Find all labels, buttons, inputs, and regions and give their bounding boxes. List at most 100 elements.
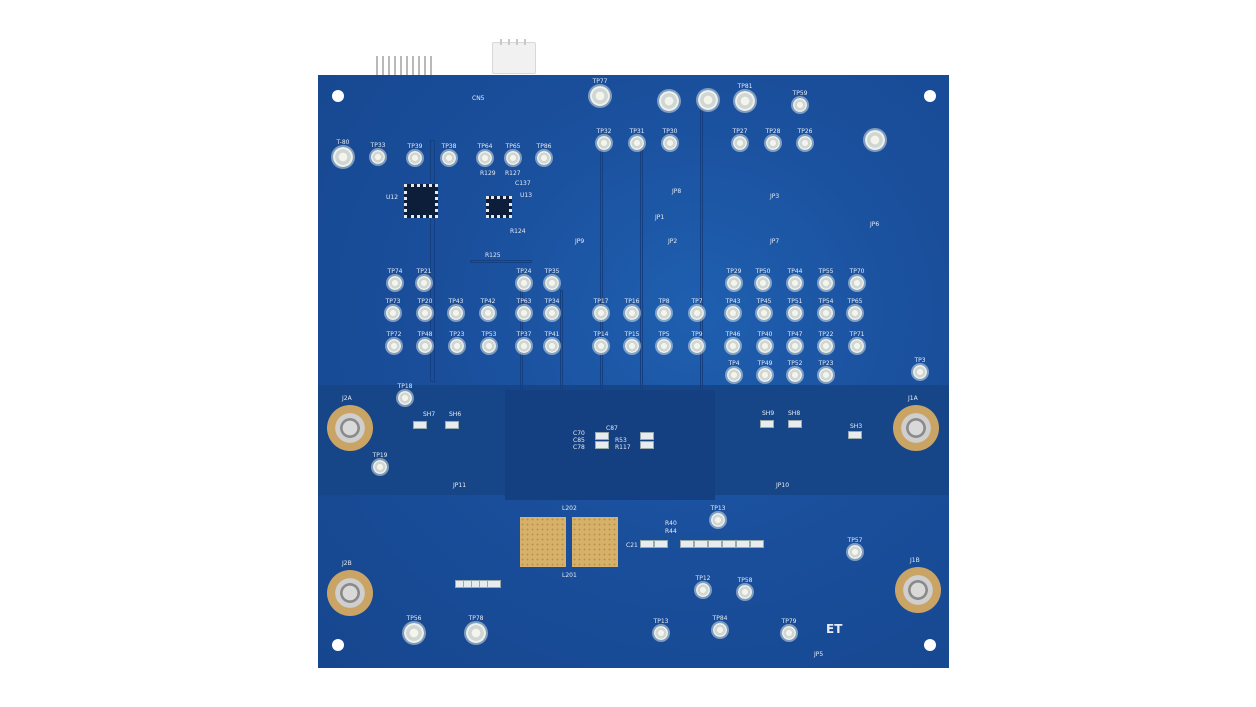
test-point-label: TP32 [596, 128, 612, 135]
mount-label: J1B [910, 557, 920, 564]
test-point-label: TP18 [397, 383, 413, 390]
test-point-label: T-80 [336, 139, 350, 146]
test-point-label: TP56 [406, 615, 422, 622]
test-point-label: TP43 [725, 298, 741, 305]
test-point-label: TP31 [629, 128, 645, 135]
test-point [727, 368, 741, 382]
test-point [657, 306, 671, 320]
test-point [782, 626, 796, 640]
test-point-label: TP8 [658, 298, 670, 305]
test-point [478, 151, 492, 165]
mounting-hole [332, 639, 344, 651]
test-point-label: TP12 [695, 575, 711, 582]
test-point [418, 339, 432, 353]
test-point [788, 339, 802, 353]
test-point [788, 276, 802, 290]
test-point-label: TP48 [417, 331, 433, 338]
test-point-label: TP27 [732, 128, 748, 135]
jumper-label: JP3 [770, 193, 780, 200]
jumper-label: JP10 [776, 482, 790, 489]
pcb-trace [430, 140, 435, 382]
test-point-label: TP54 [818, 298, 834, 305]
pcb-trace [520, 290, 523, 422]
jumper-label: JP2 [668, 238, 678, 245]
test-point-label: TP74 [387, 268, 403, 275]
test-point-label: TP52 [787, 360, 803, 367]
test-point [698, 90, 718, 110]
test-point [663, 136, 677, 150]
smd-component [848, 431, 862, 439]
test-point-label: TP49 [757, 360, 773, 367]
test-point [630, 136, 644, 150]
test-point [865, 130, 885, 150]
test-point [819, 306, 833, 320]
test-point [417, 276, 431, 290]
smd-component [595, 432, 609, 440]
mount-label: J1A [908, 395, 918, 402]
silkscreen-label: R117 [615, 444, 631, 451]
silkscreen-label: R127 [505, 170, 521, 177]
jumper-label: JP1 [655, 214, 665, 221]
test-point-label: TP4 [728, 360, 740, 367]
silkscreen-label: R124 [510, 228, 526, 235]
test-point [545, 276, 559, 290]
test-point [848, 545, 862, 559]
test-point [404, 623, 424, 643]
pcb-trace [640, 150, 643, 392]
inductor-label: L201 [562, 572, 577, 579]
test-point-label: TP21 [416, 268, 432, 275]
test-point-label: TP16 [624, 298, 640, 305]
silkscreen-label: SH9 [762, 410, 775, 417]
test-point-label: TP30 [662, 128, 678, 135]
test-point [850, 339, 864, 353]
test-point [657, 339, 671, 353]
pcb-trace [470, 260, 532, 263]
mount-label: J2A [342, 395, 352, 402]
silkscreen-label: C70 [573, 430, 585, 437]
test-point [654, 626, 668, 640]
ic-u12-chip [404, 184, 438, 218]
test-point-label: TP65 [847, 298, 863, 305]
test-point [517, 339, 531, 353]
test-point [713, 623, 727, 637]
test-point [625, 339, 639, 353]
test-point-label: TP47 [787, 331, 803, 338]
test-point [590, 86, 610, 106]
test-point [387, 339, 401, 353]
test-point [819, 368, 833, 382]
silkscreen-label: R53 [615, 437, 627, 444]
test-point [850, 276, 864, 290]
silkscreen-label: R40 [665, 520, 677, 527]
test-point [758, 339, 772, 353]
test-point-label: TP84 [712, 615, 728, 622]
jumper-label: JP5 [814, 651, 824, 658]
test-point-label: TP44 [787, 268, 803, 275]
test-point [466, 623, 486, 643]
test-point [537, 151, 551, 165]
test-point [386, 306, 400, 320]
test-point-label: TP33 [370, 142, 386, 149]
smd-component [788, 420, 802, 428]
jumper-label: JP6 [870, 221, 880, 228]
test-point-label: TP26 [797, 128, 813, 135]
mounting-terminal [327, 405, 373, 451]
test-point [690, 306, 704, 320]
mounting-terminal [895, 567, 941, 613]
test-point-label: TP29 [726, 268, 742, 275]
test-point-label: TP23 [818, 360, 834, 367]
ground-plane-zone [505, 390, 715, 500]
smd-component [640, 441, 654, 449]
test-point [625, 306, 639, 320]
test-point [758, 368, 772, 382]
test-point [481, 306, 495, 320]
board-logo: ET [826, 622, 843, 636]
test-point-label: TP17 [593, 298, 609, 305]
test-point-label: TP38 [441, 143, 457, 150]
test-point [726, 339, 740, 353]
test-point-label: TP72 [386, 331, 402, 338]
test-point [517, 276, 531, 290]
silkscreen-label: R129 [480, 170, 496, 177]
test-point-label: TP39 [407, 143, 423, 150]
test-point-label: TP51 [787, 298, 803, 305]
test-point-label: TP34 [544, 298, 560, 305]
